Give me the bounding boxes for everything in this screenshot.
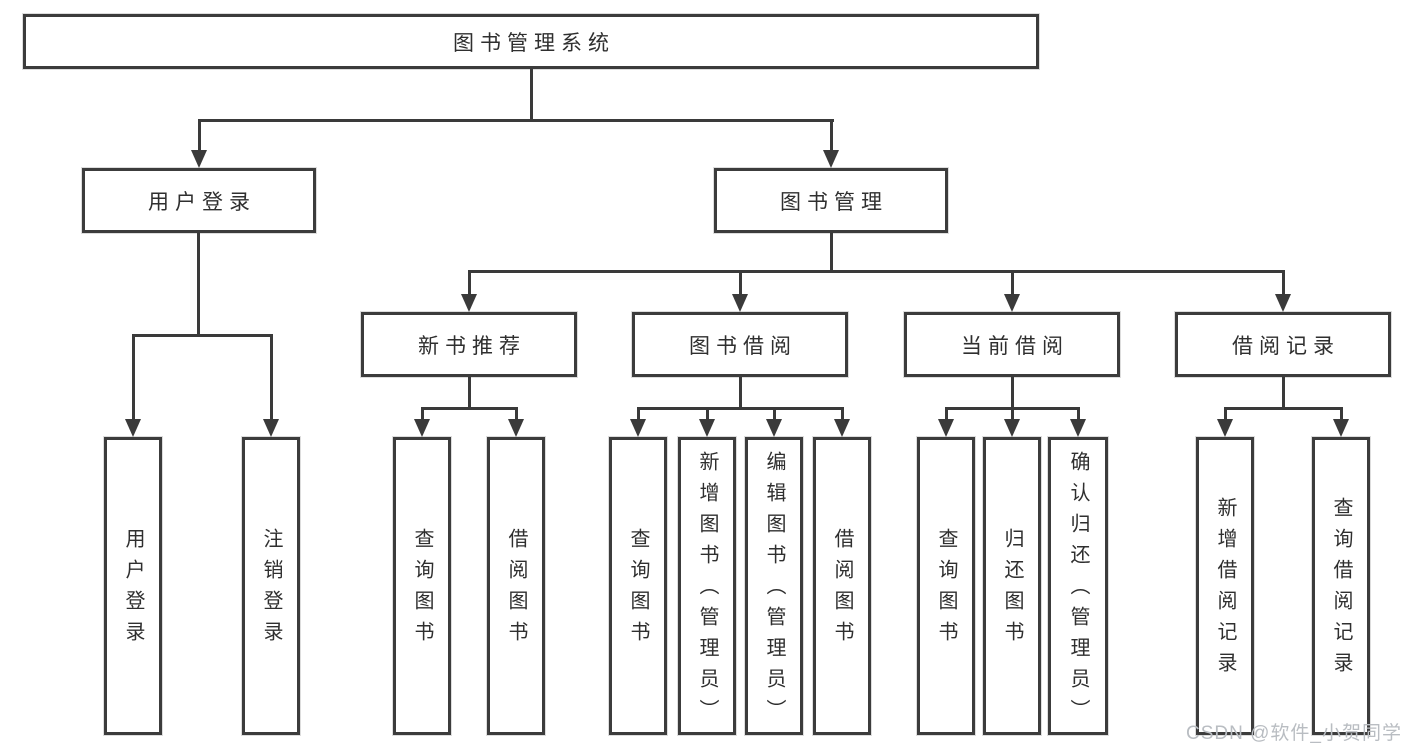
node-current-borrow-label: 当前借阅: [961, 334, 1069, 358]
leaf-query-books-recommend-label: 查询图书: [411, 528, 433, 652]
leaf-add-borrow-record: 新增借阅记录: [1196, 437, 1254, 735]
connector-line: [270, 334, 273, 421]
connector-line: [530, 69, 533, 121]
leaf-borrow-books-label: 借阅图书: [831, 528, 853, 652]
leaf-query-books-recommend: 查询图书: [393, 437, 451, 735]
connector-line: [830, 119, 833, 152]
connector-line: [132, 334, 135, 421]
connector-line: [739, 270, 742, 297]
arrowhead-icon: [630, 419, 646, 437]
arrowhead-icon: [414, 419, 430, 437]
node-user-login: 用户登录: [82, 168, 316, 233]
leaf-user-login-label: 用户登录: [122, 528, 144, 652]
connector-line: [945, 407, 1079, 410]
leaf-confirm-return-admin-label: 确认归还（管理员）: [1067, 450, 1089, 730]
arrowhead-icon: [823, 150, 839, 168]
arrowhead-icon: [1004, 294, 1020, 312]
arrowhead-icon: [1217, 419, 1233, 437]
connector-line: [1282, 377, 1285, 409]
arrowhead-icon: [461, 294, 477, 312]
leaf-query-borrow-record: 查询借阅记录: [1312, 437, 1370, 735]
leaf-query-books-borrow: 查询图书: [609, 437, 667, 735]
connector-line: [1224, 407, 1227, 421]
node-book-borrow-label: 图书借阅: [689, 334, 797, 358]
leaf-return-book: 归还图书: [983, 437, 1041, 735]
node-root: 图书管理系统: [23, 14, 1039, 69]
node-root-label: 图书管理系统: [453, 31, 615, 55]
leaf-query-books-borrow-label: 查询图书: [627, 528, 649, 652]
connector-line: [739, 377, 742, 409]
connector-line: [468, 270, 471, 297]
arrowhead-icon: [699, 419, 715, 437]
connector-line: [945, 407, 948, 421]
arrowhead-icon: [1275, 294, 1291, 312]
node-current-borrow: 当前借阅: [904, 312, 1120, 377]
leaf-query-books-current-label: 查询图书: [935, 528, 957, 652]
connector-line: [468, 270, 1285, 273]
connector-line: [1011, 270, 1014, 297]
arrowhead-icon: [938, 419, 954, 437]
leaf-edit-book-admin-label: 编辑图书（管理员）: [763, 450, 785, 730]
arrowhead-icon: [263, 419, 279, 437]
connector-line: [1224, 407, 1342, 410]
node-borrow-records-label: 借阅记录: [1232, 334, 1340, 358]
connector-line: [1340, 407, 1343, 421]
connector-line: [198, 119, 834, 122]
leaf-add-borrow-record-label: 新增借阅记录: [1214, 497, 1236, 683]
arrowhead-icon: [732, 294, 748, 312]
connector-line: [1011, 377, 1014, 409]
leaf-add-book-admin: 新增图书（管理员）: [678, 437, 736, 735]
connector-line: [1282, 270, 1285, 297]
leaf-logout: 注销登录: [242, 437, 300, 735]
leaf-borrow-books-recommend: 借阅图书: [487, 437, 545, 735]
leaf-query-borrow-record-label: 查询借阅记录: [1330, 497, 1352, 683]
leaf-logout-label: 注销登录: [260, 528, 282, 652]
leaf-edit-book-admin: 编辑图书（管理员）: [745, 437, 803, 735]
leaf-query-books-current: 查询图书: [917, 437, 975, 735]
arrowhead-icon: [508, 419, 524, 437]
node-user-login-label: 用户登录: [148, 190, 256, 214]
csdn-watermark: CSDN @软件_小贺同学: [1186, 723, 1402, 744]
leaf-borrow-books: 借阅图书: [813, 437, 871, 735]
arrowhead-icon: [834, 419, 850, 437]
node-book-management-label: 图书管理: [780, 190, 888, 214]
arrowhead-icon: [191, 150, 207, 168]
leaf-return-book-label: 归还图书: [1001, 528, 1023, 652]
connector-line: [421, 407, 424, 421]
node-book-management: 图书管理: [714, 168, 948, 233]
leaf-borrow-books-recommend-label: 借阅图书: [505, 528, 527, 652]
connector-line: [841, 407, 844, 421]
arrowhead-icon: [766, 419, 782, 437]
connector-line: [773, 407, 776, 421]
connector-line: [468, 377, 471, 409]
arrowhead-icon: [1004, 419, 1020, 437]
node-book-borrow: 图书借阅: [632, 312, 848, 377]
connector-line: [830, 233, 833, 272]
connector-line: [197, 233, 200, 336]
node-new-book-recommend-label: 新书推荐: [418, 334, 526, 358]
node-borrow-records: 借阅记录: [1175, 312, 1391, 377]
connector-line: [1011, 407, 1014, 421]
connector-line: [1077, 407, 1080, 421]
leaf-add-book-admin-label: 新增图书（管理员）: [696, 450, 718, 730]
connector-line: [421, 407, 517, 410]
connector-line: [637, 407, 843, 410]
arrowhead-icon: [1070, 419, 1086, 437]
connector-line: [132, 334, 273, 337]
connector-line: [637, 407, 640, 421]
connector-line: [706, 407, 709, 421]
leaf-confirm-return-admin: 确认归还（管理员）: [1048, 437, 1108, 735]
leaf-user-login: 用户登录: [104, 437, 162, 735]
arrowhead-icon: [1333, 419, 1349, 437]
connector-line: [515, 407, 518, 421]
node-new-book-recommend: 新书推荐: [361, 312, 577, 377]
arrowhead-icon: [125, 419, 141, 437]
connector-line: [198, 119, 201, 152]
